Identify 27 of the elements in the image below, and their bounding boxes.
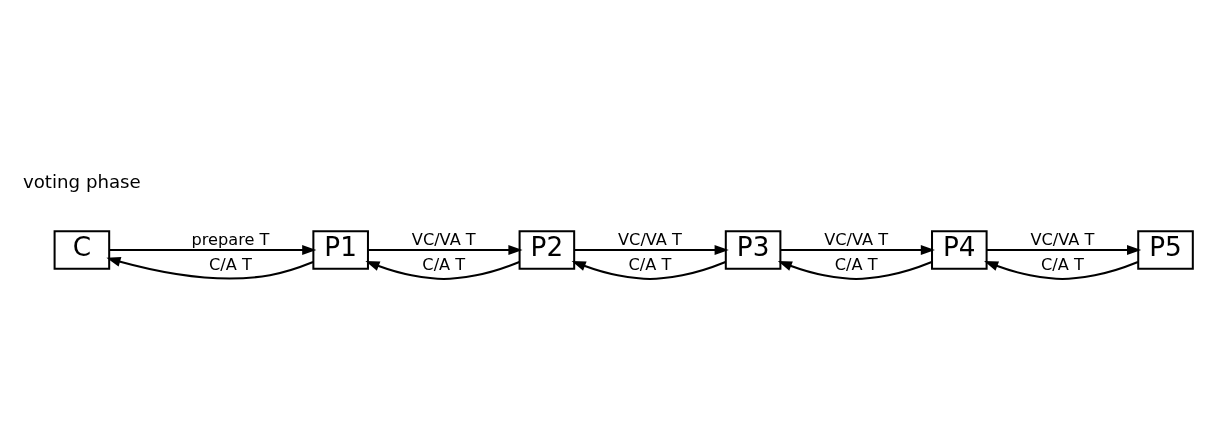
arrow bbox=[780, 244, 935, 255]
edge-label: VC/VA T bbox=[1030, 229, 1095, 249]
edge-label: C/A T bbox=[834, 254, 878, 274]
arrow bbox=[777, 260, 933, 280]
arrow bbox=[106, 256, 314, 279]
node-box: P3 bbox=[724, 229, 782, 270]
edge-label: VC/VA T bbox=[411, 229, 476, 249]
edge-label: VC/VA T bbox=[824, 229, 889, 249]
arrow bbox=[109, 244, 317, 255]
arrow bbox=[368, 244, 523, 255]
label: voting phase bbox=[22, 170, 141, 192]
arrow bbox=[365, 260, 520, 280]
edge-label: C/A T bbox=[1041, 254, 1084, 274]
arrow bbox=[984, 260, 1139, 280]
arrow bbox=[571, 260, 726, 280]
edge-label: prepare T bbox=[191, 229, 270, 249]
node-box: P5 bbox=[1137, 229, 1194, 270]
node-box: P1 bbox=[312, 229, 369, 270]
edge-label: C/A T bbox=[422, 254, 466, 274]
edge-label: VC/VA T bbox=[618, 229, 682, 249]
edge-label: C/A T bbox=[209, 254, 252, 274]
arrow bbox=[987, 244, 1142, 255]
edge-label: C/A T bbox=[628, 254, 672, 274]
node-box: C bbox=[53, 229, 111, 270]
node-box: P4 bbox=[931, 229, 988, 270]
arrow bbox=[574, 244, 729, 255]
node-box: P2 bbox=[518, 229, 576, 270]
